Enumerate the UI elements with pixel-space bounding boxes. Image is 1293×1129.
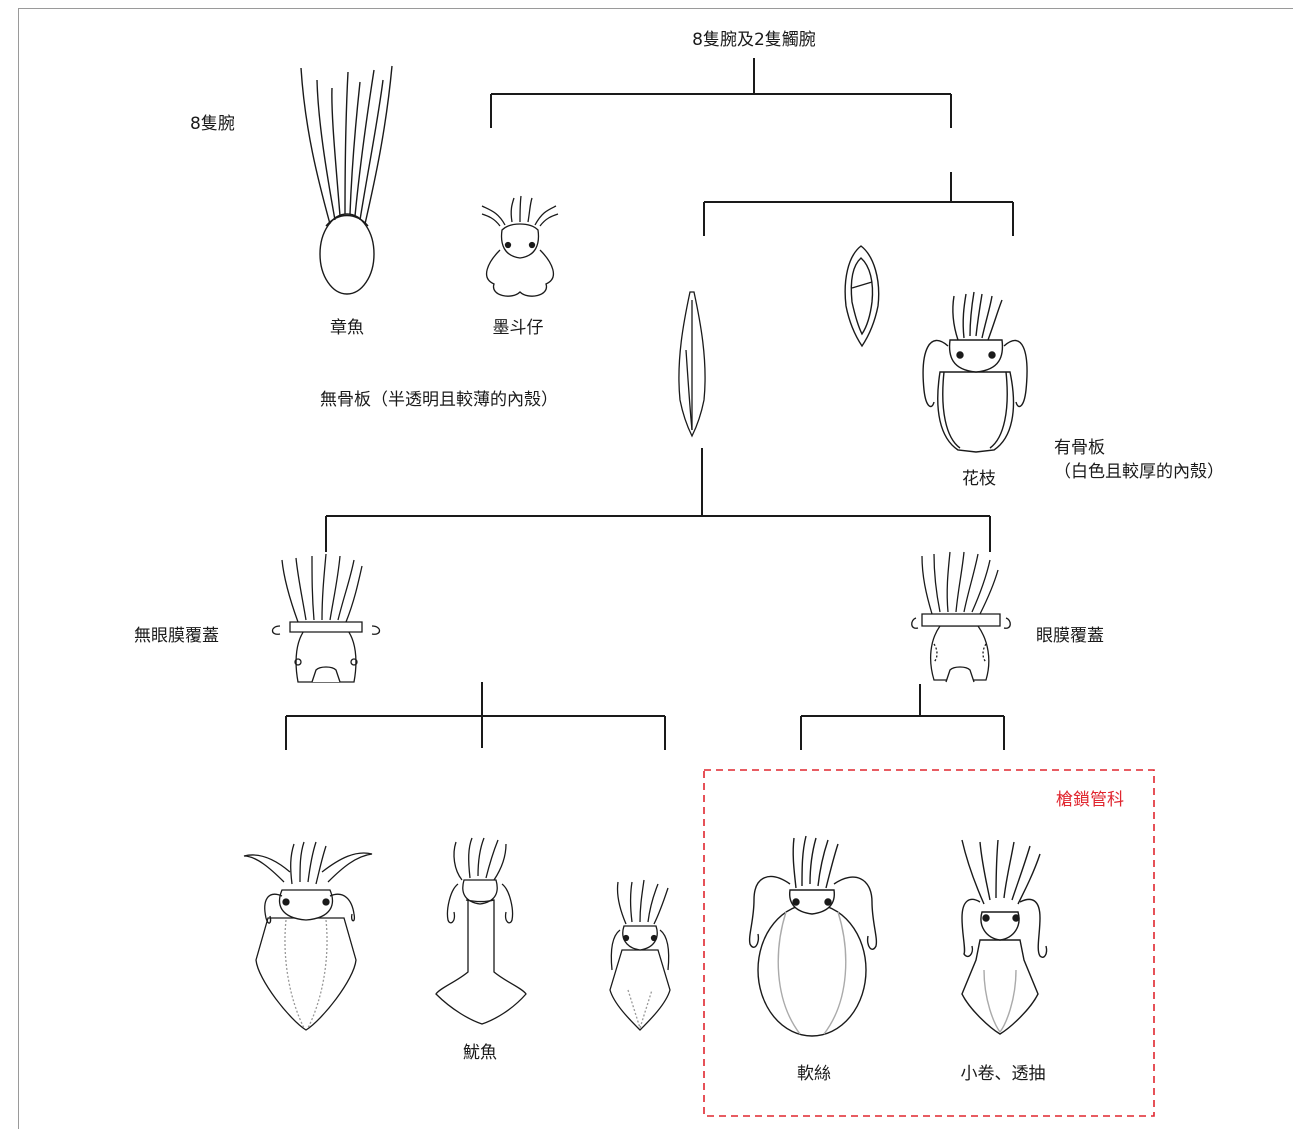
squid-1-illustration <box>243 841 373 1031</box>
cuttlebone-illustration <box>844 245 880 348</box>
bobtail-label: 墨斗仔 <box>492 318 544 338</box>
root-label: 8隻腕及2隻觸腕 <box>692 30 816 50</box>
family-dashed-box <box>703 769 1155 1117</box>
eye-membrane-label: 眼膜覆蓋 <box>1036 626 1104 646</box>
octopus-label: 章魚 <box>330 318 364 338</box>
eye-membrane-illustration <box>911 551 1011 683</box>
gladius-pen-illustration <box>678 291 706 438</box>
has-bone-plate-desc: （白色且較厚的內殼） <box>1054 462 1224 482</box>
bigfin-reef-squid-illustration <box>748 835 878 1037</box>
no-bone-plate-label: 無骨板（半透明且較薄的內殼） <box>320 390 558 410</box>
family-label: 槍鎖管科 <box>1056 790 1124 810</box>
no-eye-membrane-label: 無眼膜覆蓋 <box>134 626 219 646</box>
loligo-label: 小卷、透抽 <box>960 1064 1046 1084</box>
bobtail-squid-illustration <box>481 195 559 297</box>
has-bone-plate-label: 有骨板 <box>1054 438 1105 458</box>
cuttlefish-illustration <box>922 291 1028 453</box>
loligo-squid-illustration <box>961 839 1048 1035</box>
eight-arms-label: 8隻腕 <box>190 114 235 134</box>
octopus-illustration <box>300 65 393 295</box>
figure-frame <box>18 8 1293 1129</box>
cuttlefish-label: 花枝 <box>962 469 996 489</box>
bigfin-reef-squid-label: 軟絲 <box>797 1064 831 1084</box>
tree-lines <box>285 58 1014 750</box>
flying-squid-label: 魷魚 <box>463 1043 497 1063</box>
squid-2-illustration <box>435 837 527 1025</box>
squid-3-illustration <box>609 879 671 1031</box>
no-eye-membrane-illustration <box>271 553 381 683</box>
